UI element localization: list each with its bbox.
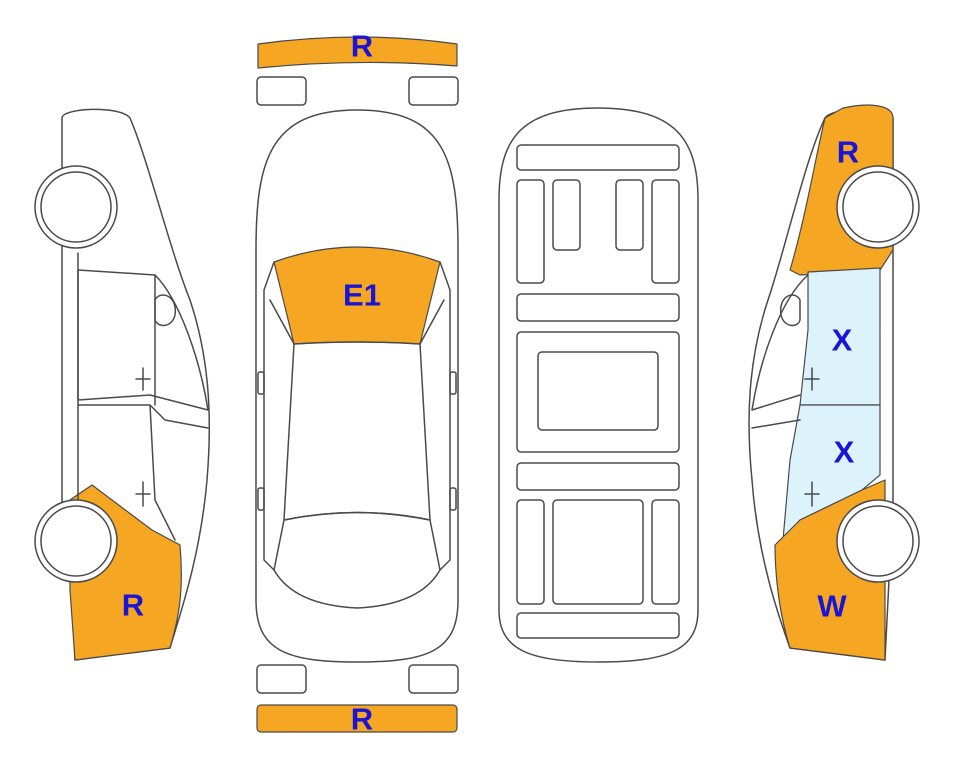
right-side-front-code: W (817, 589, 847, 624)
right-rear-door-code: X (832, 323, 853, 358)
rear-seat-mid-left[interactable] (552, 179, 581, 251)
interior-body[interactable] (498, 107, 699, 663)
rear-light-right[interactable] (408, 76, 459, 106)
front-light-right[interactable] (408, 664, 459, 694)
left-wheel-top-rim (40, 171, 112, 243)
right-front-door-code: X (834, 435, 855, 470)
front-bench[interactable] (516, 462, 680, 491)
left-door-lines (77, 252, 209, 541)
right-handle-rear[interactable] (804, 481, 820, 507)
handle-left[interactable] (257, 487, 265, 511)
rear-light-left[interactable] (256, 76, 307, 106)
rear-bench[interactable] (516, 293, 680, 322)
right-glass-outline (751, 274, 809, 429)
left-side-view: R (34, 108, 211, 661)
rear-shelf[interactable] (516, 144, 680, 171)
left-side-rear-code: R (122, 588, 144, 623)
rear-bumper-group: R (256, 29, 459, 106)
right-wheel-top-rim (842, 171, 914, 243)
left-handle-front[interactable] (135, 367, 151, 391)
floor-panel-outer[interactable] (516, 331, 680, 453)
right-handle-front[interactable] (804, 367, 820, 391)
right-side-rear-code: R (837, 135, 859, 170)
front-seat-left[interactable] (516, 499, 545, 605)
mirror-left[interactable] (257, 371, 265, 395)
left-mirror[interactable] (154, 294, 176, 327)
rear-bumper-code: R (351, 29, 373, 64)
front-bumper-group: R (256, 664, 459, 737)
top-view-body[interactable] (255, 109, 459, 663)
interior-view (498, 107, 699, 663)
right-wheel-bottom[interactable] (836, 499, 920, 583)
front-bumper-code: R (351, 702, 373, 737)
right-side-view: R X X W (748, 104, 920, 661)
right-wheel-bottom-rim (842, 505, 914, 577)
left-wheel-bottom-rim (40, 505, 112, 577)
rear-glass-outline (273, 511, 441, 609)
rear-bumper-panel[interactable] (257, 36, 458, 69)
right-wheel-top[interactable] (836, 165, 920, 249)
front-light-left[interactable] (256, 664, 307, 694)
front-console[interactable] (552, 499, 644, 605)
top-view: E1 (255, 109, 459, 663)
right-mirror[interactable] (780, 294, 801, 327)
left-wheel-bottom[interactable] (34, 499, 118, 583)
left-wheel-top[interactable] (34, 165, 118, 249)
left-pillar-outline (263, 261, 295, 571)
windshield-code: E1 (343, 278, 381, 313)
front-bumper-panel[interactable] (256, 704, 458, 733)
rear-seat-left[interactable] (516, 179, 545, 284)
front-seat-right[interactable] (651, 499, 680, 605)
left-glass-outline (77, 269, 209, 411)
dashboard[interactable] (516, 612, 680, 639)
floor-panel-inner (537, 351, 659, 431)
mirror-right[interactable] (449, 371, 457, 395)
left-handle-rear[interactable] (135, 481, 151, 507)
right-pillar-outline (419, 261, 451, 571)
rear-seat-right[interactable] (651, 179, 680, 284)
rear-seat-mid-right[interactable] (615, 179, 644, 251)
handle-right[interactable] (449, 487, 457, 511)
